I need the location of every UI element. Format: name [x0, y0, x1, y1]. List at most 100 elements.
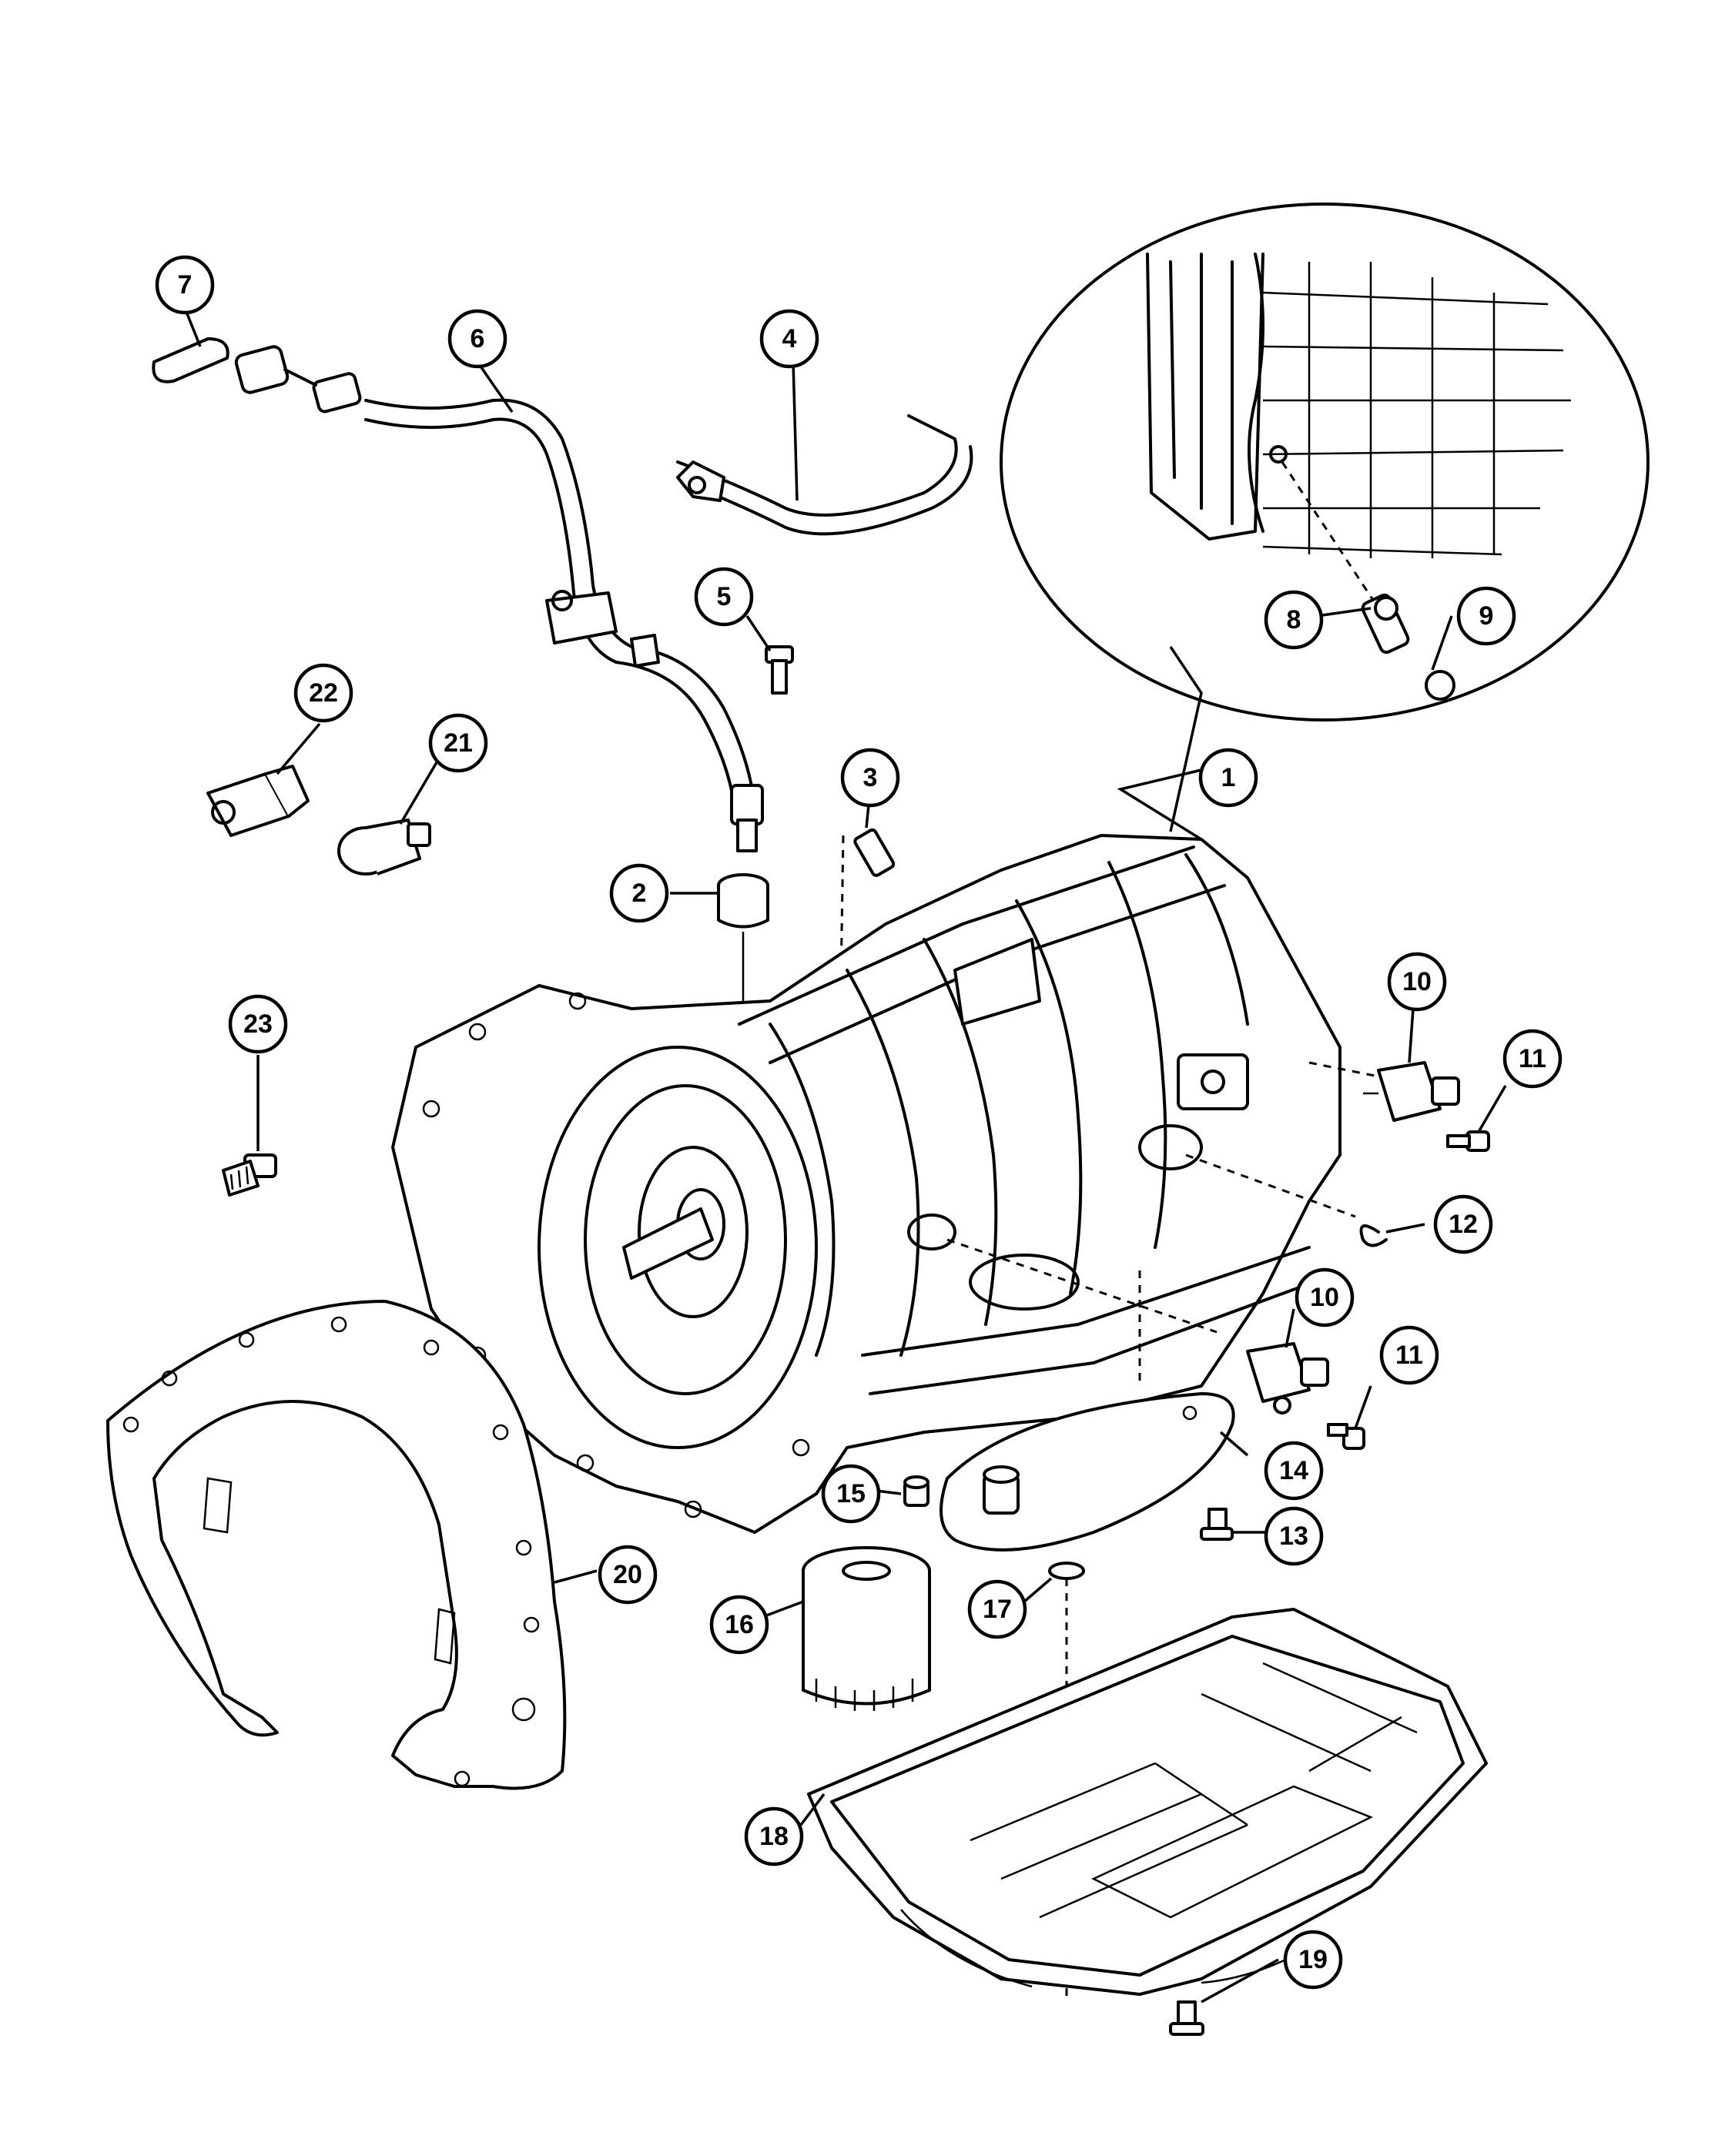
part-12-clip — [1359, 1224, 1388, 1247]
callout-label: 11 — [1519, 1044, 1546, 1073]
callout-circle — [744, 1806, 804, 1866]
callout-8: 8 — [1264, 590, 1324, 650]
callout-10a: 10 — [1387, 952, 1447, 1012]
part-23-bolt — [222, 1153, 277, 1197]
callout-20: 20 — [598, 1545, 658, 1605]
part-11-bolt-lower — [1327, 1423, 1365, 1450]
part-7-dipstick-handle — [152, 337, 362, 413]
callout-11b: 11 — [1379, 1325, 1439, 1385]
callout-circle — [709, 1595, 769, 1655]
part-5-bolt — [765, 645, 794, 695]
callout-22: 22 — [293, 663, 353, 723]
callout-label: 3 — [863, 763, 878, 792]
part-2-seal — [717, 873, 769, 1001]
callout-circle — [228, 994, 288, 1054]
callout-label: 12 — [1449, 1210, 1478, 1239]
callout-circle — [1264, 1506, 1324, 1566]
part-10-speed-sensor-lower — [1246, 1342, 1329, 1414]
callout-circle — [967, 1579, 1027, 1639]
part-13-bolt — [1200, 1508, 1234, 1541]
callout-5: 5 — [694, 567, 754, 627]
callout-1: 1 — [1198, 748, 1258, 808]
callout-label: 15 — [836, 1479, 866, 1508]
callout-circle — [1433, 1194, 1493, 1254]
callout-circle — [1198, 748, 1258, 808]
callout-circle — [1264, 590, 1324, 650]
part-4-vent-tube — [676, 414, 973, 536]
callout-label: 2 — [632, 879, 647, 908]
callout-label: 18 — [759, 1822, 789, 1851]
part-1-transmission-case — [391, 834, 1387, 1534]
callout-circle — [1379, 1325, 1439, 1385]
callout-circle — [1295, 1267, 1355, 1327]
part-14-oil-filter — [940, 1392, 1235, 1552]
callout-label: 17 — [983, 1595, 1012, 1624]
callout-21: 21 — [428, 713, 488, 773]
callout-label: 11 — [1395, 1341, 1423, 1370]
callout-14: 14 — [1264, 1441, 1324, 1501]
part-15-fitting — [903, 1475, 929, 1507]
callout-3: 3 — [840, 748, 900, 808]
callout-circle — [1283, 1930, 1343, 1990]
callout-19: 19 — [1283, 1930, 1343, 1990]
callout-label: 13 — [1279, 1522, 1308, 1551]
inset-detail — [1000, 203, 1650, 832]
callout-label: 9 — [1479, 601, 1494, 631]
part-20-cover-plate — [106, 1300, 567, 1790]
part-10-speed-sensor-upper — [1363, 1061, 1460, 1122]
callout-circle — [428, 713, 488, 773]
callout-7: 7 — [155, 255, 215, 315]
callout-circle — [821, 1464, 881, 1524]
part-21-switch — [337, 819, 431, 875]
callout-label: 14 — [1279, 1456, 1308, 1485]
callout-12: 12 — [1433, 1194, 1493, 1254]
callout-circle — [1264, 1441, 1324, 1501]
callout-15: 15 — [821, 1464, 881, 1524]
callout-label: 23 — [243, 1009, 273, 1039]
callout-circle — [759, 309, 819, 369]
part-19-bolt — [1169, 2000, 1204, 2036]
callout-circle — [1456, 586, 1516, 646]
part-22-sensor — [206, 765, 310, 837]
callout-circle — [598, 1545, 658, 1605]
callout-label: 20 — [613, 1560, 642, 1589]
callout-label: 21 — [444, 728, 473, 758]
callout-9: 9 — [1456, 586, 1516, 646]
callout-label: 8 — [1287, 605, 1301, 634]
callout-circle — [447, 309, 507, 369]
callout-17: 17 — [967, 1579, 1027, 1639]
part-9-seal — [1425, 670, 1455, 701]
callout-6: 6 — [447, 309, 507, 369]
part-8-plug — [1361, 593, 1410, 654]
callout-label: 1 — [1221, 763, 1236, 792]
part-16-oil-filter — [802, 1546, 931, 1711]
callout-label: 22 — [309, 678, 338, 708]
callout-label: 7 — [178, 270, 193, 300]
callout-16: 16 — [709, 1595, 769, 1655]
callout-10b: 10 — [1295, 1267, 1355, 1327]
callout-circle — [1387, 952, 1447, 1012]
part-18-oil-pan — [807, 1608, 1488, 1996]
callout-2: 2 — [609, 863, 669, 923]
callout-18: 18 — [744, 1806, 804, 1866]
callout-label: 16 — [725, 1610, 754, 1639]
callout-4: 4 — [759, 309, 819, 369]
callout-circle — [694, 567, 754, 627]
callout-label: 10 — [1402, 967, 1432, 996]
callout-circle — [609, 863, 669, 923]
callout-circle — [1502, 1029, 1563, 1089]
callout-13: 13 — [1264, 1506, 1324, 1566]
callout-circle — [840, 748, 900, 808]
callout-label: 19 — [1298, 1945, 1328, 1974]
callout-circle — [293, 663, 353, 723]
part-6-dipstick-tube — [364, 398, 764, 852]
callout-circle — [155, 255, 215, 315]
part-11-bolt-upper — [1446, 1130, 1490, 1152]
callout-label: 10 — [1310, 1283, 1339, 1312]
callout-label: 5 — [717, 582, 732, 611]
callout-23: 23 — [228, 994, 288, 1054]
callout-11a: 11 — [1502, 1029, 1563, 1089]
